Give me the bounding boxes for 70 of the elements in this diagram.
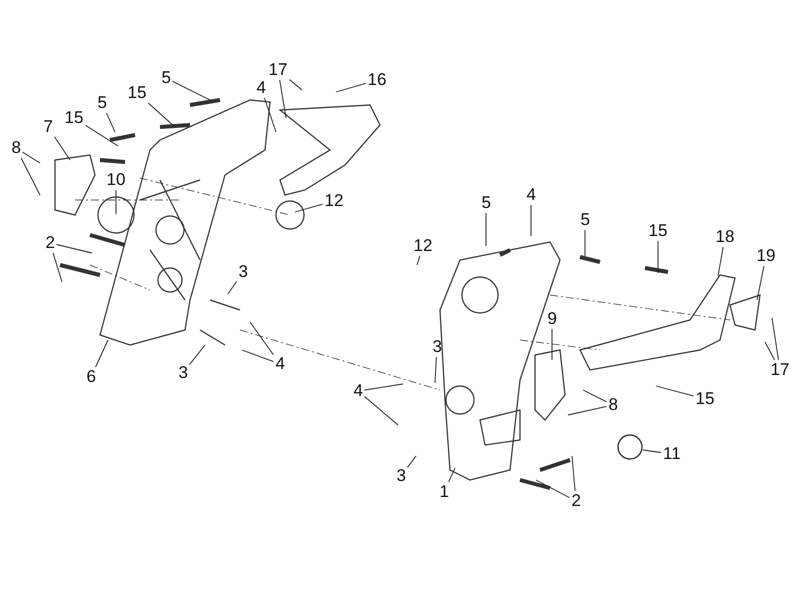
callout-number: 6 [86, 368, 96, 386]
leader-line [22, 152, 40, 164]
leader-line [242, 350, 274, 362]
leader-line [448, 468, 456, 482]
leader-line [189, 344, 206, 366]
leader-line [718, 246, 724, 276]
callout-number: 3 [396, 467, 406, 485]
callout-number: 2 [572, 492, 581, 510]
leader-line [250, 322, 274, 356]
callout-number: 19 [756, 247, 776, 265]
callout-number: 3 [178, 364, 188, 382]
leader-line [106, 112, 116, 132]
callout-number: 17 [268, 61, 288, 79]
callout-number: 1 [440, 483, 449, 501]
leader-line [364, 384, 404, 390]
leader-line [54, 136, 70, 160]
leader-line [172, 80, 212, 102]
callout-number: 3 [432, 338, 442, 356]
leader-line [772, 318, 779, 360]
callout-number: 8 [608, 396, 618, 414]
leader-line [568, 406, 607, 416]
callout-number: 11 [663, 445, 681, 463]
callout-number: 16 [368, 71, 386, 89]
callout-number: 4 [354, 382, 363, 400]
leader-line [279, 80, 286, 118]
callout-number: 12 [414, 237, 432, 255]
callout-number: 4 [526, 186, 536, 204]
callout-number: 4 [256, 79, 266, 97]
callout-number: 5 [580, 211, 590, 229]
callout-number: 2 [46, 234, 55, 252]
leader-line [56, 244, 92, 254]
leader-line [530, 204, 532, 236]
callout-number: 4 [276, 355, 285, 373]
leader-line [294, 204, 323, 212]
leader-line [264, 98, 276, 132]
leader-line [289, 79, 302, 90]
callout-number: 8 [12, 139, 21, 157]
leader-line [572, 456, 576, 492]
leader-line [416, 256, 420, 266]
callout-number: 18 [716, 228, 734, 246]
callout-number: 15 [64, 109, 84, 127]
leader-line [364, 396, 398, 426]
leader-line [656, 386, 694, 396]
leader-line [148, 102, 176, 128]
leader-line [582, 390, 607, 402]
leader-line [584, 230, 586, 256]
leader-line [536, 480, 570, 498]
leader-line [228, 281, 237, 294]
leader-line [407, 456, 416, 468]
callout-number: 15 [128, 84, 146, 102]
leader-line [20, 158, 40, 196]
leader-line [756, 266, 764, 300]
leader-line [764, 342, 776, 360]
leader-line [336, 82, 366, 92]
callout-number: 15 [648, 222, 668, 240]
leader-line [642, 450, 662, 453]
callout-number: 5 [98, 94, 107, 112]
callout-number: 3 [238, 263, 248, 281]
callout-number: 10 [106, 171, 126, 189]
leader-line [85, 124, 118, 146]
callout-number: 17 [770, 361, 790, 379]
callout-number: 7 [44, 118, 53, 136]
callout-number: 12 [324, 192, 344, 210]
leader-line [434, 356, 437, 384]
callout-number: 5 [162, 69, 171, 87]
callout-number: 5 [482, 194, 491, 212]
leader-line [95, 340, 108, 368]
leader-line [52, 252, 62, 282]
callout-number: 15 [696, 390, 714, 408]
callout-number: 9 [548, 310, 557, 328]
